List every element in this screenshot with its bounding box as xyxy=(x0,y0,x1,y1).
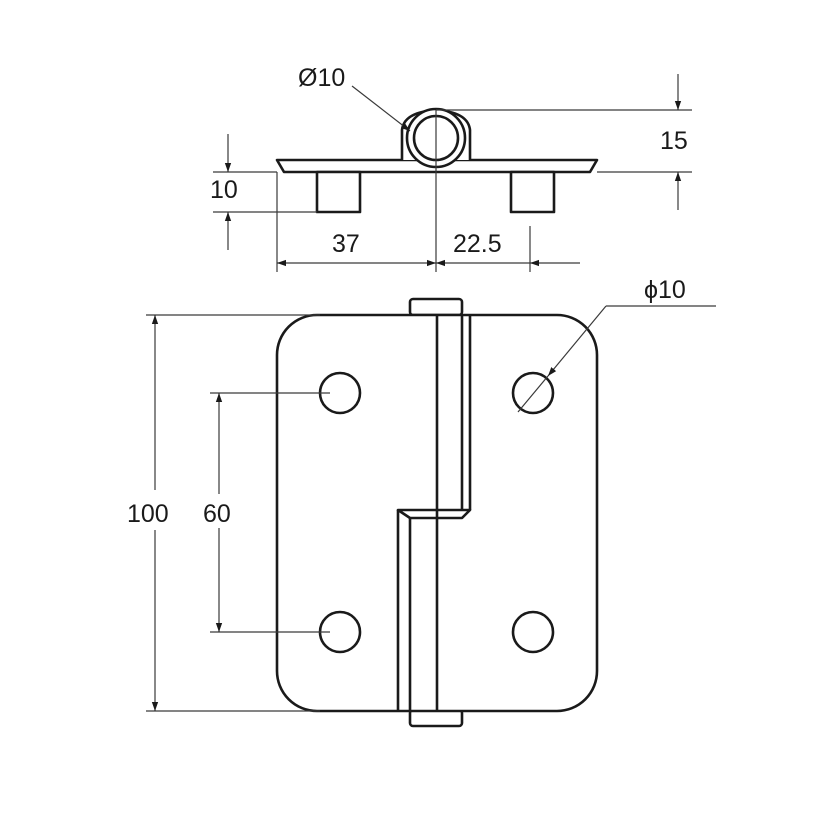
width-22-5-label: 22.5 xyxy=(453,230,502,258)
hole-diameter-leader xyxy=(547,305,607,377)
hole-spacing-label: 60 xyxy=(203,500,231,528)
front-view-pin-cap-bottom xyxy=(408,708,464,728)
width-37-label: 37 xyxy=(332,230,360,258)
top-view-right-leg xyxy=(509,170,556,214)
top-view-left-leg xyxy=(315,170,362,214)
front-view-pin-cap-top xyxy=(408,297,464,317)
pin-diameter-label: Ø10 xyxy=(298,64,345,92)
overall-height-label: 100 xyxy=(127,500,169,528)
leg-10-label: 10 xyxy=(210,176,238,204)
front-view: ϕ10 100 60 xyxy=(127,276,716,728)
hole-diameter-label: ϕ10 xyxy=(644,276,686,304)
hole-top-right xyxy=(511,371,555,415)
pin-diameter-leader xyxy=(351,85,411,132)
hole-bottom-right xyxy=(511,610,555,654)
knuckle-step xyxy=(396,508,472,520)
top-view: Ø10 15 10 37 22.5 xyxy=(210,64,692,272)
height-15-label: 15 xyxy=(660,127,688,155)
hole-diameter-leader-through xyxy=(517,375,549,413)
